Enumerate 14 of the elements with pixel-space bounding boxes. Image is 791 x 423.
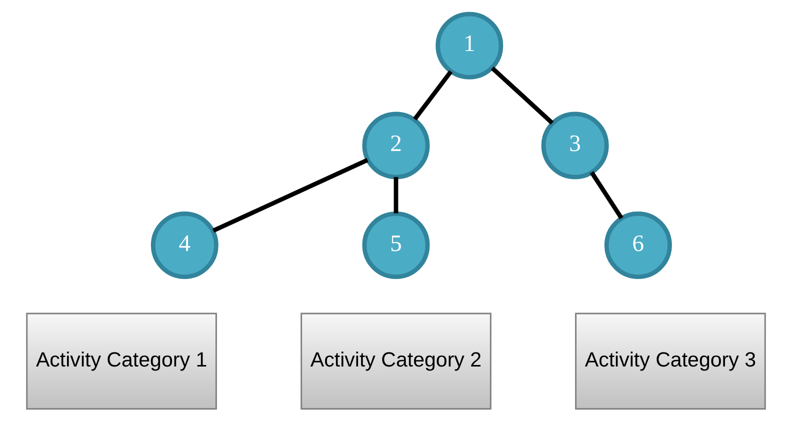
node-box: Activity Category 2	[300, 312, 491, 410]
node-circle: 2	[362, 112, 430, 180]
connector	[212, 158, 368, 233]
node-circle: 6	[604, 212, 672, 280]
connector	[393, 177, 398, 214]
node-circle: 4	[150, 212, 218, 280]
connector	[589, 171, 623, 220]
node-circle: 1	[435, 12, 503, 80]
node-box: Activity Category 1	[26, 312, 216, 410]
connector	[412, 70, 452, 121]
node-circle: 3	[540, 112, 608, 180]
node-box: Activity Category 3	[574, 312, 766, 410]
connector	[490, 66, 554, 125]
node-circle: 5	[362, 212, 430, 280]
